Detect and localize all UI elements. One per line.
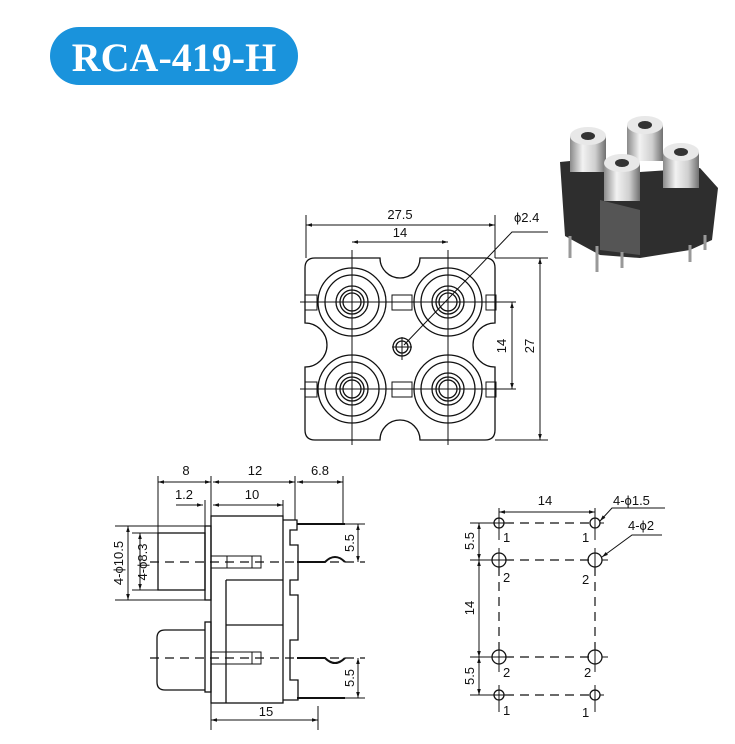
dim-row-gap-bottom: 5.5 bbox=[462, 667, 477, 685]
pin-label: 1 bbox=[582, 705, 589, 720]
dim-jack-spacing-h: 14 bbox=[393, 225, 407, 240]
pin-label: 1 bbox=[503, 530, 510, 545]
model-title: RCA-419-H bbox=[72, 35, 276, 80]
product-photo bbox=[560, 116, 718, 272]
pin-label: 1 bbox=[503, 703, 510, 718]
dim-large-hole: 4-ϕ2 bbox=[628, 518, 654, 533]
pin-label: 2 bbox=[584, 665, 591, 680]
pcb-footprint: 14 4-ϕ1.5 4-ϕ2 5.5 14 5.5 1 1 2 2 2 2 1 … bbox=[462, 493, 665, 720]
dim-row-spacing: 14 bbox=[462, 601, 477, 615]
dim-body-depth: 12 bbox=[248, 463, 262, 478]
dim-plug-length: 8 bbox=[182, 463, 189, 478]
dim-inner-diameter: 4-ϕ8.3 bbox=[135, 544, 150, 581]
pin-label: 2 bbox=[582, 572, 589, 587]
pin-label: 2 bbox=[503, 570, 510, 585]
dim-jack-spacing-v: 14 bbox=[494, 339, 509, 353]
dim-pin-pitch-bottom: 5.5 bbox=[342, 669, 357, 687]
pin-label: 2 bbox=[503, 665, 510, 680]
dim-small-hole: 4-ϕ1.5 bbox=[613, 493, 650, 508]
dim-pin-length: 6.8 bbox=[311, 463, 329, 478]
dim-row-gap-top: 5.5 bbox=[462, 532, 477, 550]
side-view: 8 12 6.8 1.2 10 4-ϕ10.5 4-ϕ8.3 5.5 5.5 1… bbox=[111, 463, 365, 730]
dim-center-hole: ϕ2.4 bbox=[514, 210, 539, 225]
dim-flange: 1.2 bbox=[175, 487, 193, 502]
dim-outer-diameter: 4-ϕ10.5 bbox=[111, 541, 126, 585]
title-badge: RCA-419-H bbox=[50, 27, 298, 85]
top-view: 27.5 14 ϕ2.4 14 27 bbox=[300, 207, 548, 445]
dim-inner-depth: 10 bbox=[245, 487, 259, 502]
dim-col-spacing: 14 bbox=[538, 493, 552, 508]
dim-base-width: 15 bbox=[259, 704, 273, 719]
dim-pin-pitch-top: 5.5 bbox=[342, 534, 357, 552]
dim-height-total: 27 bbox=[522, 339, 537, 353]
pin-label: 1 bbox=[582, 530, 589, 545]
dim-width-total: 27.5 bbox=[387, 207, 412, 222]
